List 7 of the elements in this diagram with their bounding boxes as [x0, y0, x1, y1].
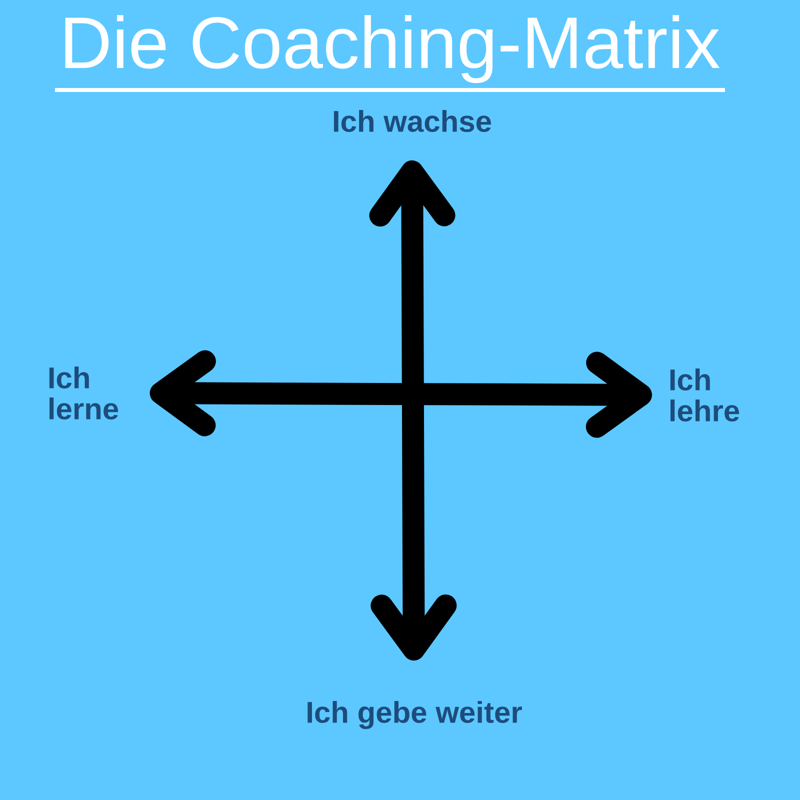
axis-label: Ich wachse	[334, 110, 491, 132]
axis-label: Ich gebe weiter	[308, 700, 522, 730]
title: Die Coaching-Matrix	[55, 15, 725, 92]
double-arrow	[150, 350, 652, 438]
axis-label: Ich lehre	[670, 368, 740, 422]
double-arrow	[369, 160, 457, 661]
axis-label: Ich lerne	[49, 366, 118, 420]
